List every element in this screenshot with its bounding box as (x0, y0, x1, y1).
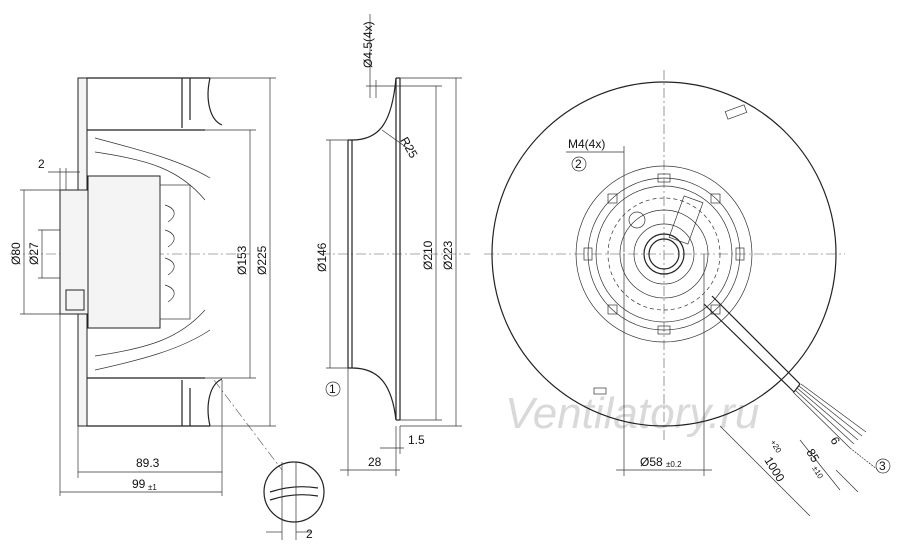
dim-89-3: 89.3 (136, 456, 160, 470)
dim-r25: R25 (397, 135, 420, 161)
dim-d4-5: Ø4.5(4x) (361, 21, 375, 68)
dim-d58-tol: ±0.2 (666, 460, 682, 469)
dim-d146: Ø146 (315, 242, 329, 272)
callout-2: 2 (575, 157, 582, 171)
callout-1: 1 (329, 382, 336, 396)
dim-d58: Ø58 (640, 455, 663, 469)
dim-d80: Ø80 (9, 242, 23, 265)
dim-d85-tol: ±10 (810, 464, 825, 481)
dim-28: 28 (368, 455, 382, 469)
dim-d85: 85 (803, 446, 822, 465)
dim-d27: Ø27 (27, 242, 41, 265)
side-view: Ø80 Ø27 2 Ø153 Ø225 89.3 99 ±1 2 (9, 77, 325, 541)
dim-1-5: 1.5 (408, 433, 425, 447)
dim-d225: Ø225 (255, 245, 269, 275)
callout-3: 3 (879, 459, 886, 473)
dim-d223: Ø223 (441, 240, 455, 270)
dim-99: 99 (132, 477, 146, 491)
dim-99-tol: ±1 (148, 483, 157, 492)
dim-d6: 6 (827, 434, 843, 447)
dim-cable-tol: +20 (768, 438, 783, 455)
dim-d210: Ø210 (421, 240, 435, 270)
watermark: Ventilatory.ru (505, 389, 759, 438)
dim-detail-2: 2 (306, 527, 313, 541)
front-view: M4(4x) 2 Ø58 ±0.2 1000 +20 85 ±10 6 3 (484, 70, 891, 517)
dim-cable: 1000 (761, 454, 787, 484)
nozzle-view: Ø4.5(4x) R25 Ø146 Ø210 Ø223 1.5 28 1 (315, 14, 470, 476)
dim-m4: M4(4x) (568, 137, 605, 151)
dim-2-top: 2 (38, 157, 45, 171)
dim-d153: Ø153 (235, 245, 249, 275)
